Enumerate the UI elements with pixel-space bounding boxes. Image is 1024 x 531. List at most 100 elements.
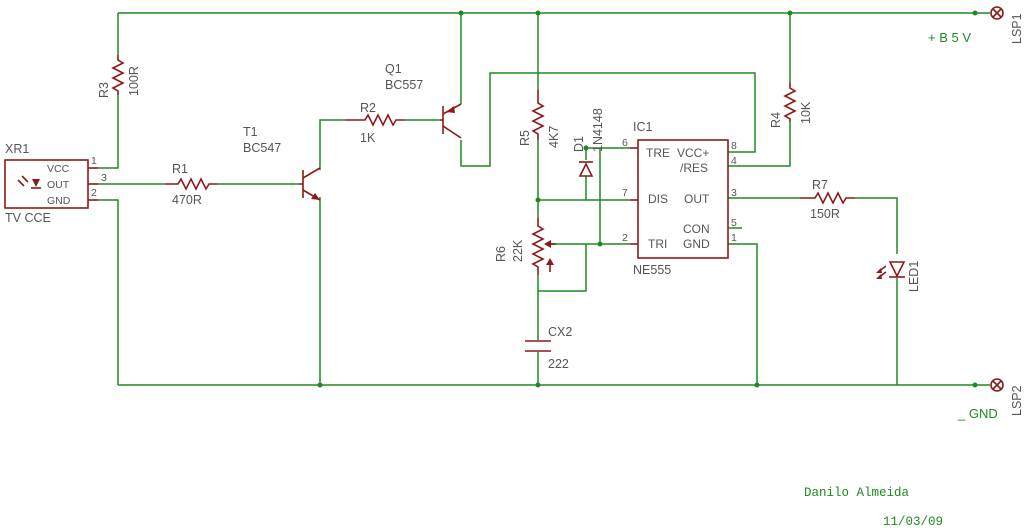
xr1-pin-number-vcc: 1 <box>91 155 97 167</box>
ic1-pin-label-vcc: VCC+ <box>677 146 709 160</box>
photodiode-icon <box>17 175 41 189</box>
cx2-name: CX2 <box>548 325 572 339</box>
t1-emitter-arrow-icon <box>311 193 320 200</box>
junction-dot <box>535 197 541 203</box>
connector-lsp1: LSP1 + B 5 V <box>928 6 1024 45</box>
q1-name: Q1 <box>385 62 402 76</box>
junctions <box>317 10 978 388</box>
ic1-value: NE555 <box>633 263 671 277</box>
ic1-ne555: IC1 NE555 TRE VCC+ /RES DIS OUT CON TRI … <box>622 120 737 277</box>
ic1-pin-number-out: 3 <box>731 187 737 199</box>
wiper-arrowhead-icon <box>544 240 551 248</box>
xr1-receiver: XR1 TV CCE VCC OUT GND 1 3 2 <box>4 142 107 225</box>
r1-name: R1 <box>172 162 188 176</box>
t1-name: T1 <box>243 125 258 139</box>
ic1-pin-label-tri: TRI <box>648 237 667 251</box>
r4-name: R4 <box>769 112 783 128</box>
junction-dot <box>754 382 760 388</box>
junction-dot <box>535 10 541 16</box>
r7-value: 150R <box>810 207 840 221</box>
resistor-r3: R3 100R <box>97 55 141 98</box>
q1-value: BC557 <box>385 78 423 92</box>
potentiometer-r6: R6 22K <box>494 218 556 275</box>
ic1-pin-number-gnd: 1 <box>731 232 737 244</box>
resistor-r4: R4 10K <box>769 82 813 128</box>
capacitor-cx2: CX2 222 <box>525 325 572 371</box>
ic1-pin-number-con: 5 <box>731 217 737 229</box>
date: 11/03/09 <box>883 515 943 529</box>
ic1-pin-label-con: CON <box>683 222 710 236</box>
resistor-zigzag <box>800 191 855 205</box>
ic1-pin-number-dis: 7 <box>622 187 628 199</box>
d1-name: D1 <box>572 136 586 152</box>
connector-cross <box>992 380 1002 390</box>
r2-value: 1K <box>360 131 376 145</box>
r7-name: R7 <box>812 178 828 192</box>
photodiode-ray <box>21 175 29 183</box>
r5-value: 4K7 <box>547 126 561 148</box>
connector-pad-icon <box>990 378 1004 392</box>
wire-t1-collector <box>319 119 345 170</box>
resistor-r7: R7 150R <box>800 178 855 221</box>
ic1-pin-label-res: /RES <box>680 161 708 175</box>
junction-dot <box>972 382 978 388</box>
xr1-pin-number-out: 3 <box>101 172 107 184</box>
ic1-body <box>637 139 729 259</box>
ic1-pin-label-tre: TRE <box>646 146 670 160</box>
connector-lsp2: LSP2 _ GND <box>957 378 1024 421</box>
r4-value: 10K <box>799 101 813 124</box>
connector-cross <box>992 8 1002 18</box>
junction-dot <box>787 10 793 16</box>
q1-emitter-arrow-icon <box>446 106 455 113</box>
ic1-name: IC1 <box>633 120 653 134</box>
xr1-name: XR1 <box>5 142 29 156</box>
wire-xr1-gnd <box>98 199 119 385</box>
xr1-pin-label-out: OUT <box>47 179 70 191</box>
wires <box>98 12 990 386</box>
transistor-t1: T1 BC547 <box>243 125 321 201</box>
wire-r4-bottom <box>728 122 791 167</box>
cx2-value: 222 <box>548 357 569 371</box>
photodiode-ray <box>17 179 25 187</box>
wire-r7-led <box>855 197 898 254</box>
lsp1-name: LSP1 <box>1010 13 1024 44</box>
junction-dot <box>972 10 978 16</box>
led1-name: LED1 <box>907 261 921 292</box>
r6-value: 22K <box>511 239 525 262</box>
author: Danilo Almeida <box>804 486 910 500</box>
ic1-pin-number-tre: 6 <box>622 137 628 149</box>
q1-collector <box>442 125 462 139</box>
lsp2-name: LSP2 <box>1010 385 1024 416</box>
diode-d1: D1 1N4148 <box>572 108 605 177</box>
xr1-pin-label-vcc: VCC <box>47 163 70 175</box>
ic1-pin-number-res: 4 <box>731 155 737 167</box>
led-ray-arrow-icon <box>876 268 882 273</box>
junction-dot <box>535 382 541 388</box>
r5-name: R5 <box>518 130 532 146</box>
resistor-zigzag <box>111 55 125 95</box>
wire-tri <box>538 243 630 292</box>
xr1-pin-label-gnd: GND <box>47 195 71 207</box>
resistor-zigzag <box>345 113 405 127</box>
wire-r3-vcc <box>98 95 119 169</box>
t1-value: BC547 <box>243 141 281 155</box>
wire-q1-collector <box>460 72 756 167</box>
t1-collector <box>302 167 321 179</box>
r3-name: R3 <box>97 82 111 98</box>
led-ray-arrow-icon <box>876 274 882 279</box>
transistor-q1: Q1 BC557 <box>385 62 462 139</box>
junction-dot <box>317 382 323 388</box>
led-triangle-icon <box>888 261 906 278</box>
ic1-pin-label-dis: DIS <box>648 192 668 206</box>
lsp2-net-label: _ GND <box>957 406 998 421</box>
junction-dot <box>583 145 589 151</box>
adjust-arrowhead-icon <box>546 258 554 265</box>
junction-dot <box>597 241 603 247</box>
resistor-zigzag <box>165 177 217 191</box>
wire-ic-gnd <box>728 243 758 385</box>
resistor-r1: R1 470R <box>165 162 217 207</box>
d1-value: 1N4148 <box>591 108 605 152</box>
r6-name: R6 <box>494 246 508 262</box>
ic1-pin-number-vcc: 8 <box>731 140 737 152</box>
